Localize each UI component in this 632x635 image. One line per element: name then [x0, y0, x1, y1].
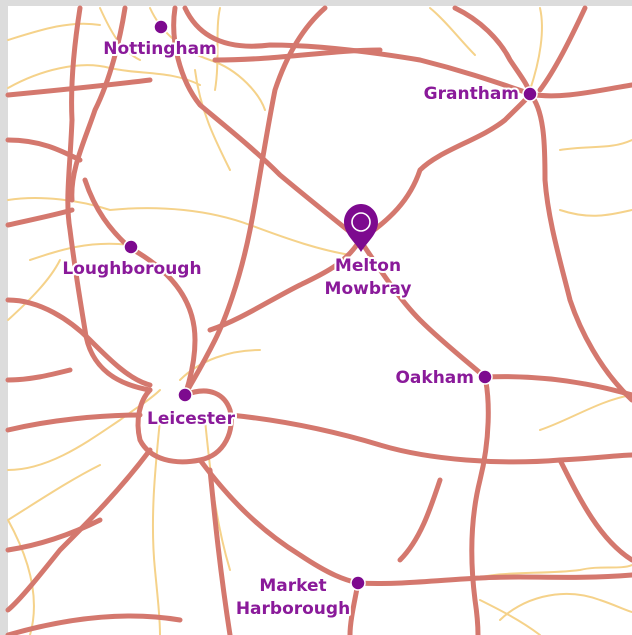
place-dot-nottingham[interactable]: [153, 19, 169, 35]
place-dot-market-harborough[interactable]: [350, 575, 366, 591]
place-label-grantham[interactable]: Grantham: [422, 82, 521, 106]
place-label-loughborough[interactable]: Loughborough: [60, 257, 203, 281]
place-label-market-harborough-line2[interactable]: Harborough: [234, 597, 352, 621]
major-roads: [5, 5, 632, 635]
selected-label-line2[interactable]: Mowbray: [323, 277, 414, 301]
place-label-oakham[interactable]: Oakham: [393, 366, 476, 390]
selected-label-line1[interactable]: Melton: [333, 254, 403, 278]
map-background: [8, 6, 632, 635]
place-dot-leicester[interactable]: [177, 387, 193, 403]
place-dot-oakham[interactable]: [477, 369, 493, 385]
place-label-market-harborough-line1[interactable]: Market: [257, 574, 328, 598]
place-labels: Nottingham Grantham Loughborough Oakham …: [60, 37, 521, 621]
place-dot-loughborough[interactable]: [123, 239, 139, 255]
map-pin-icon[interactable]: [344, 204, 378, 252]
place-markers: [123, 19, 538, 591]
place-dot-grantham[interactable]: [522, 86, 538, 102]
place-label-leicester[interactable]: Leicester: [145, 407, 238, 431]
place-label-nottingham[interactable]: Nottingham: [101, 37, 219, 61]
